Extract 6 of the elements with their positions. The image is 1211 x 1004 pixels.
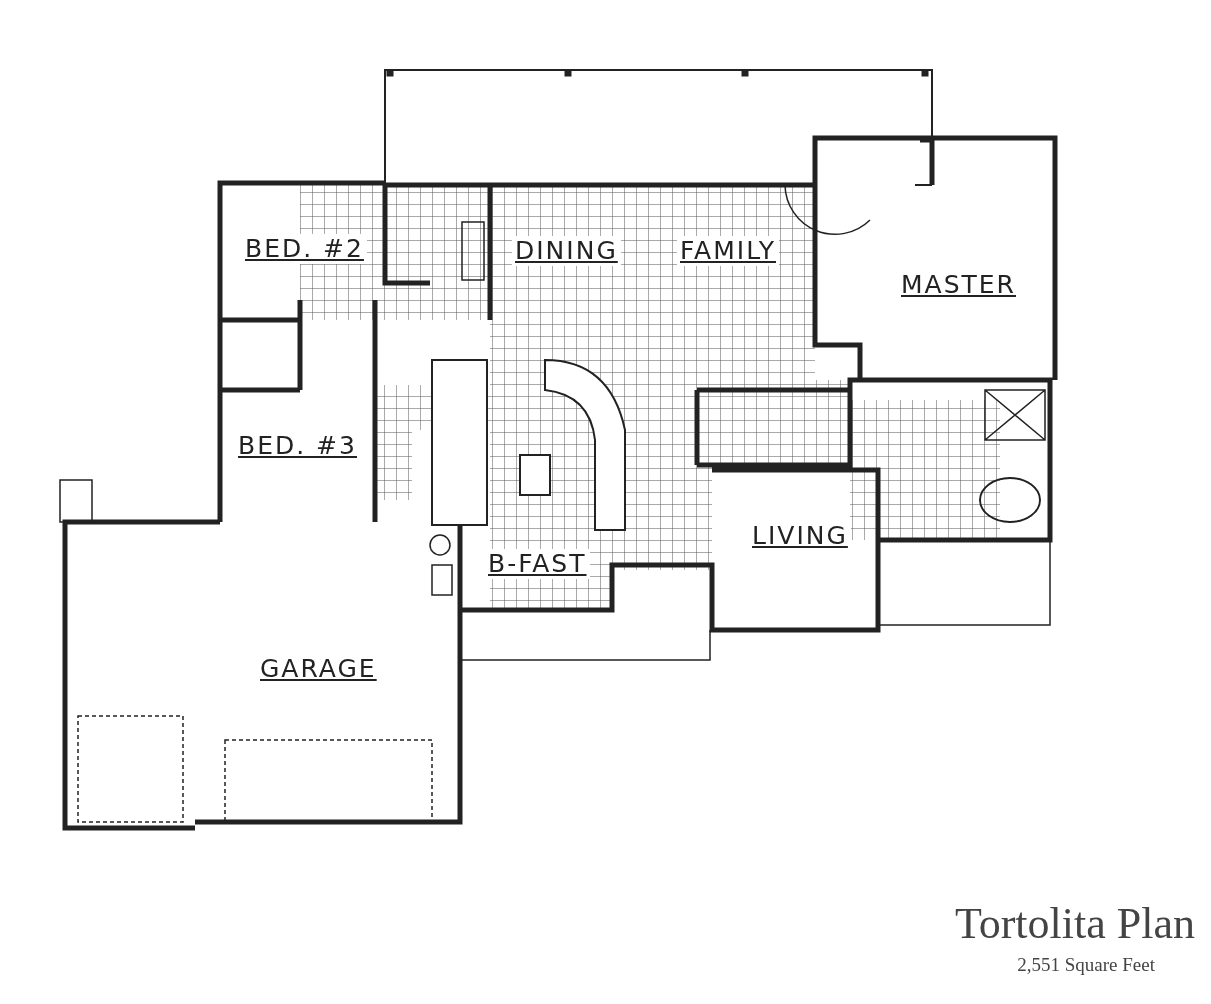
- area-caption: 2,551 Square Feet: [1017, 954, 1155, 976]
- room-label: B-FAST: [485, 549, 590, 579]
- plan-title: Tortolita Plan: [954, 898, 1195, 949]
- room-label: FAMILY: [677, 236, 779, 266]
- room-label: BED. #2: [242, 234, 367, 264]
- room-label: DINING: [512, 236, 621, 266]
